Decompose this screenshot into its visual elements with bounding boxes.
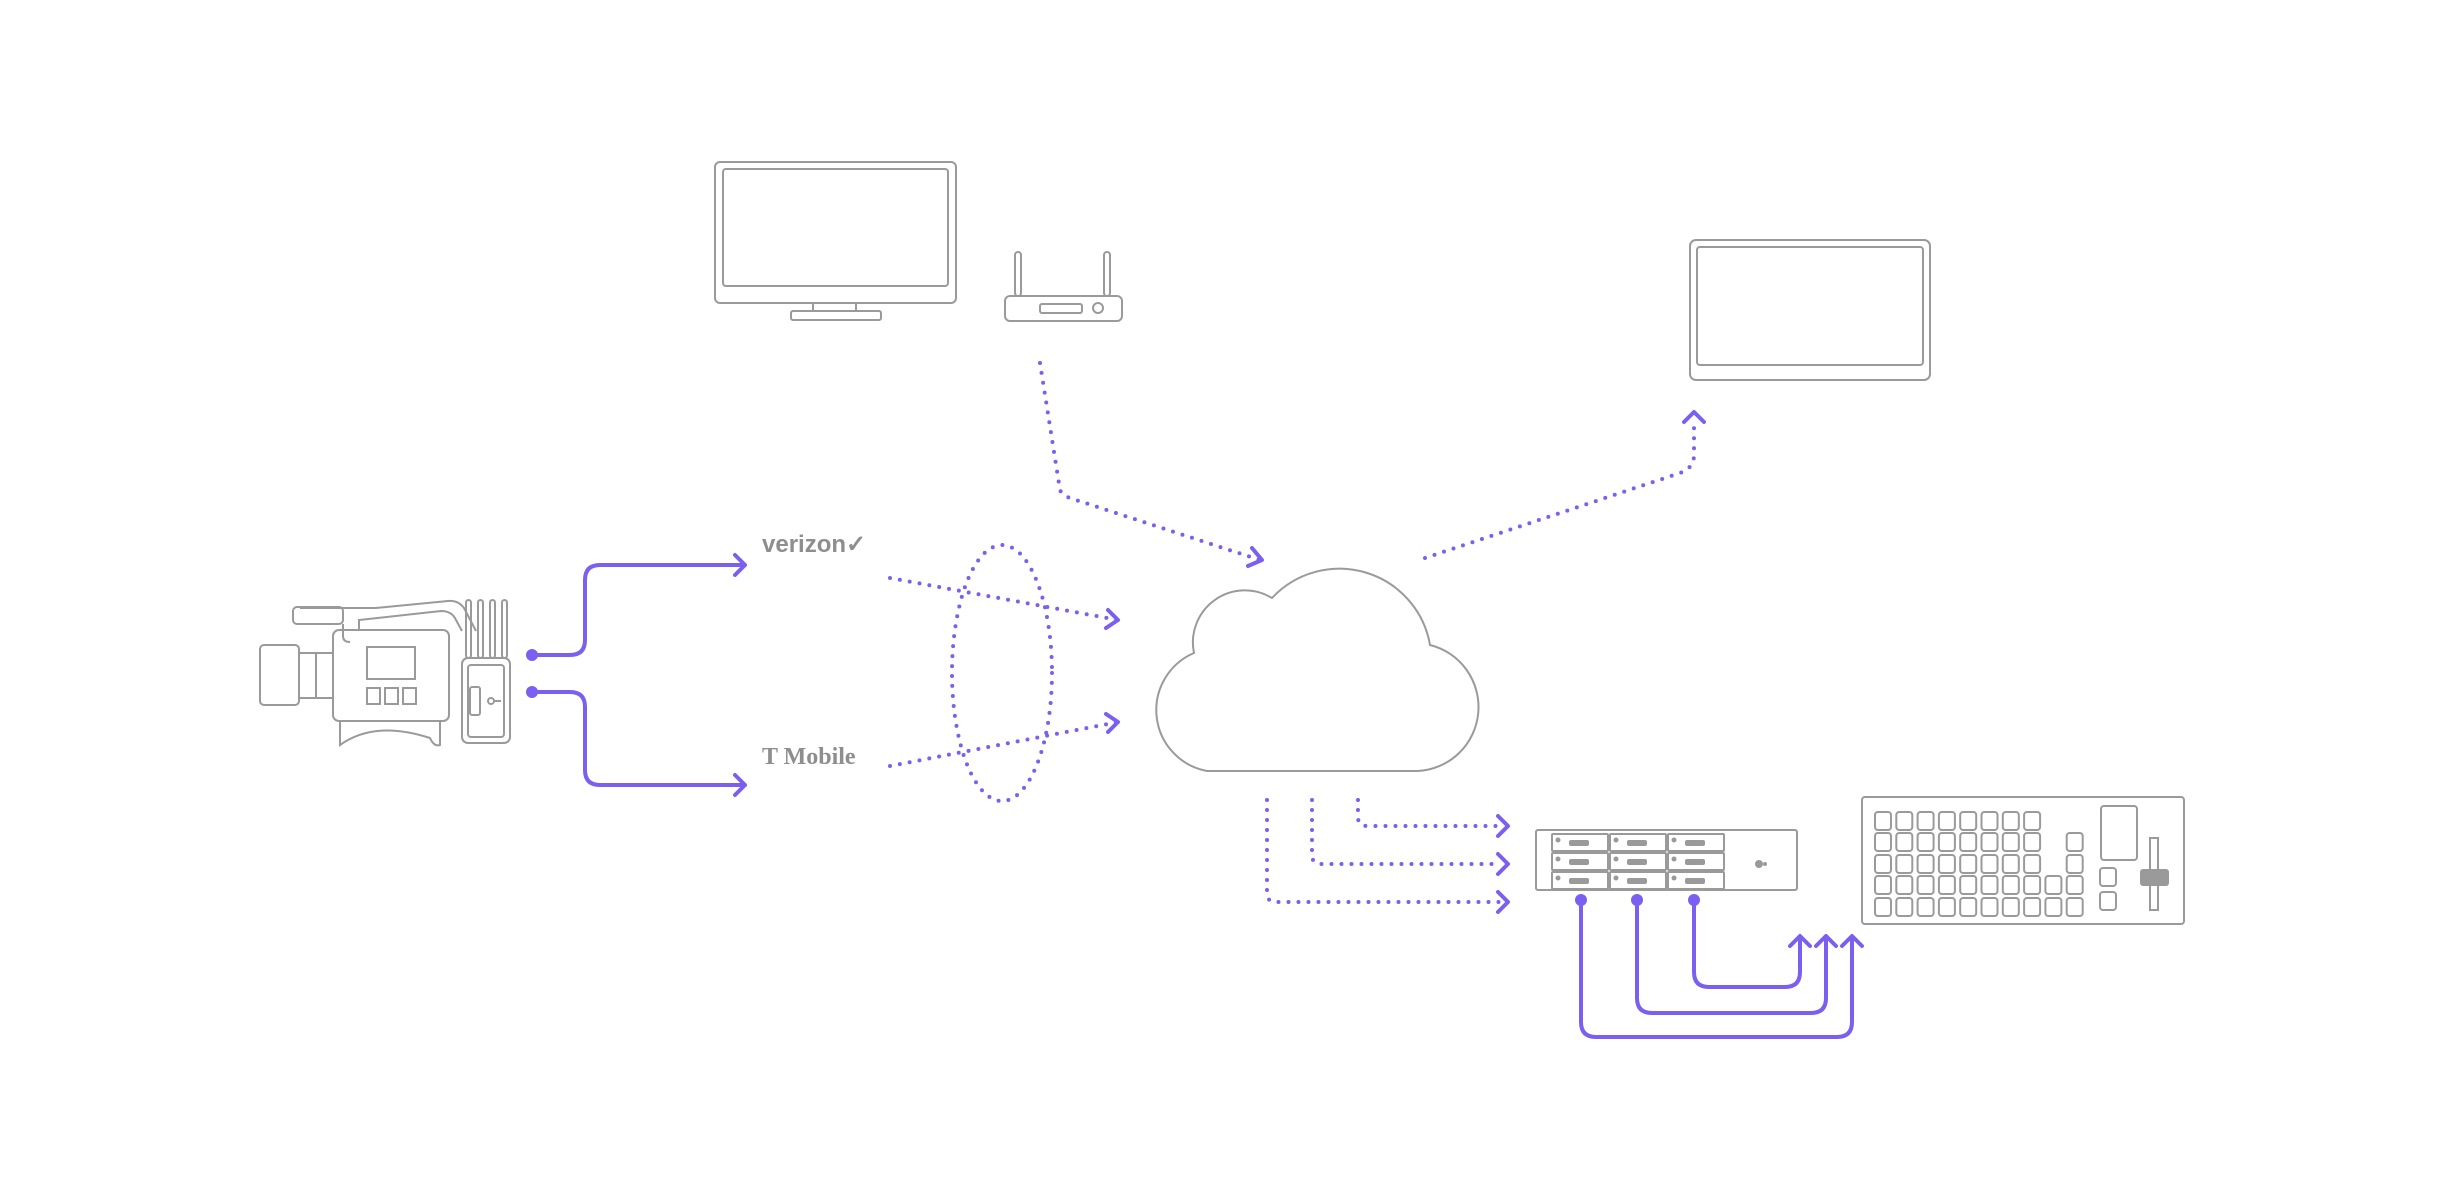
t-mobile-logo: T Mobile: [762, 744, 856, 770]
switcher-button: [1895, 897, 1914, 917]
bonded-connection-arrows: [526, 553, 747, 797]
switcher-button: [2065, 875, 2084, 895]
transmitter-icon: [461, 599, 511, 744]
rack-module: [1667, 852, 1725, 871]
module-port: [1627, 859, 1647, 865]
module-port: [1569, 878, 1589, 884]
rack-module: [1609, 833, 1667, 852]
sdi-output-arrows: [1575, 894, 1864, 1039]
switcher-button: [2023, 811, 2042, 831]
module-led: [1613, 875, 1619, 881]
switcher-button: [1895, 875, 1914, 895]
switcher-button: [1895, 832, 1914, 852]
switcher-button: [2023, 832, 2042, 852]
module-led: [1613, 856, 1619, 862]
switcher-button: [2001, 897, 2020, 917]
rack-module: [1667, 871, 1725, 890]
switcher-button: [1959, 811, 1978, 831]
switcher-button: [1874, 875, 1892, 895]
switcher-button: [1916, 875, 1935, 895]
rack-module: [1667, 833, 1725, 852]
module-led: [1555, 837, 1561, 843]
switcher-button: [1874, 832, 1892, 852]
switcher-button: [2065, 897, 2084, 917]
switcher-button: [1937, 854, 1956, 874]
verizon-logo: verizon✓: [762, 531, 866, 558]
tablet-icon: [1689, 239, 1931, 381]
cloud-icon: [1155, 567, 1480, 772]
module-port: [1627, 878, 1647, 884]
switcher-button: [1937, 897, 1956, 917]
switcher-button: [1874, 897, 1892, 917]
module-led: [1555, 856, 1561, 862]
switcher-button: [1980, 811, 1999, 831]
module-port: [1569, 840, 1589, 846]
monitor-icon: [714, 161, 957, 321]
module-port: [1685, 840, 1705, 846]
rack-module: [1551, 852, 1609, 871]
video-camera-icon: [259, 599, 477, 747]
module-port: [1627, 840, 1647, 846]
switcher-button: [1895, 854, 1914, 874]
module-led: [1671, 837, 1677, 843]
rack-knob: [1763, 862, 1767, 866]
switcher-button: [2001, 832, 2020, 852]
switcher-button: [1980, 832, 1999, 852]
switcher-button: [1959, 854, 1978, 874]
router-icon: [1004, 251, 1123, 322]
switcher-button: [2044, 875, 2063, 895]
module-led: [1671, 856, 1677, 862]
switcher-button: [2023, 854, 2042, 874]
switcher-button: [1916, 832, 1935, 852]
module-led: [1555, 875, 1561, 881]
switcher-button: [1937, 875, 1956, 895]
switcher-button: [1980, 897, 1999, 917]
switcher-button: [1980, 854, 1999, 874]
rack-receiver-icon: [1535, 829, 1798, 891]
rack-module: [1551, 833, 1609, 852]
switcher-button: [1959, 897, 1978, 917]
module-port: [1685, 878, 1705, 884]
module-led: [1671, 875, 1677, 881]
switcher-button: [2065, 854, 2084, 874]
module-led: [1613, 837, 1619, 843]
switcher-button: [1895, 811, 1914, 831]
switcher-button: [1980, 875, 1999, 895]
switcher-button: [2023, 897, 2042, 917]
switcher-button: [2001, 875, 2020, 895]
switcher-button: [1916, 897, 1935, 917]
switcher-button: [1916, 811, 1935, 831]
module-port: [1569, 859, 1589, 865]
switcher-button: [1916, 854, 1935, 874]
rack-module: [1551, 871, 1609, 890]
switcher-button: [2001, 811, 2020, 831]
switcher-button: [2023, 875, 2042, 895]
switcher-button: [2001, 854, 2020, 874]
switcher-button: [1874, 811, 1892, 831]
switcher-button: [1937, 811, 1956, 831]
wireless-links: [888, 361, 1706, 914]
switcher-button: [2044, 897, 2063, 917]
switcher-button: [1959, 875, 1978, 895]
rack-knob: [1755, 860, 1763, 868]
rack-module: [1609, 852, 1667, 871]
module-port: [1685, 859, 1705, 865]
video-switcher-icon: [1861, 796, 2185, 925]
switcher-button: [1959, 832, 1978, 852]
switcher-button: [2065, 832, 2084, 852]
switcher-button: [1874, 854, 1892, 874]
switcher-button: [1937, 832, 1956, 852]
rack-module: [1609, 871, 1667, 890]
